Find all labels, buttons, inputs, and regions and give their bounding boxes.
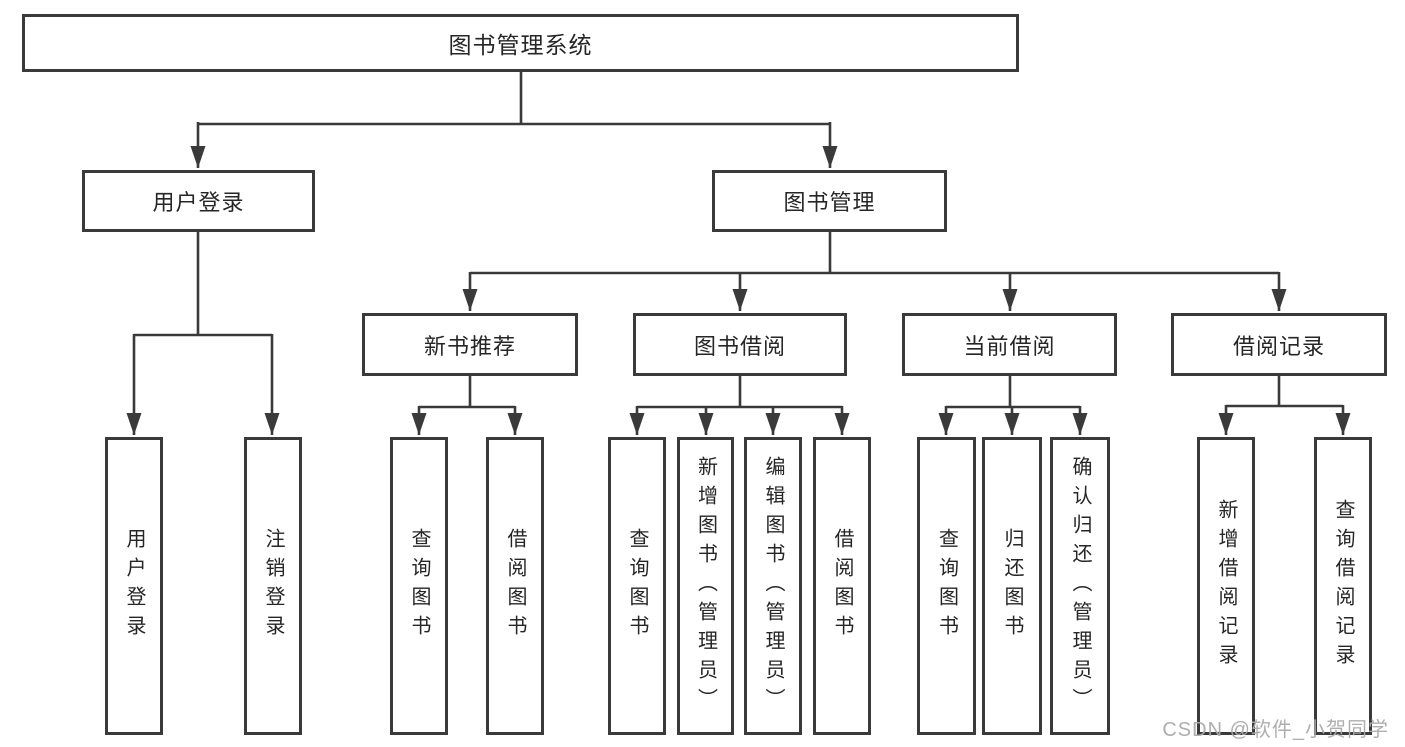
node-label: 归还图书 — [1001, 528, 1023, 644]
node-label: 借阅图书 — [831, 528, 853, 644]
leaf-query-books-current: 查询图书 — [917, 437, 976, 735]
leaf-query-books-borrow: 查询图书 — [608, 437, 666, 735]
node-label: 查询借阅记录 — [1332, 499, 1354, 673]
node-new-book-recommend: 新书推荐 — [362, 313, 578, 376]
node-label: 图书借阅 — [693, 333, 786, 359]
node-label: 新书推荐 — [423, 333, 516, 359]
node-label: 新增图书（管理员） — [694, 455, 717, 717]
node-book-management: 图书管理 — [712, 170, 947, 232]
node-label: 查询图书 — [935, 528, 958, 644]
node-label: 确认归还（管理员） — [1069, 455, 1091, 717]
node-label: 查询图书 — [626, 528, 648, 644]
node-library-management-system: 图书管理系统 — [22, 14, 1019, 72]
node-borrow-records: 借阅记录 — [1171, 313, 1387, 376]
node-label: 新增借阅记录 — [1215, 499, 1237, 673]
node-label: 借阅图书 — [504, 528, 526, 644]
node-label: 编辑图书（管理员） — [762, 455, 784, 717]
node-book-borrow: 图书借阅 — [633, 313, 847, 376]
node-current-borrow: 当前借阅 — [902, 313, 1117, 376]
node-label: 注销登录 — [262, 528, 284, 644]
leaf-query-books-recommend: 查询图书 — [390, 437, 448, 735]
leaf-confirm-return-admin: 确认归还（管理员） — [1050, 437, 1110, 735]
node-label: 图书管理 — [783, 190, 876, 215]
leaf-borrow-books-recommend: 借阅图书 — [486, 437, 544, 735]
node-label: 当前借阅 — [963, 333, 1056, 359]
leaf-add-borrow-record: 新增借阅记录 — [1197, 437, 1255, 735]
node-user-login: 用户登录 — [82, 170, 315, 232]
leaf-query-borrow-record: 查询借阅记录 — [1314, 437, 1372, 735]
node-label: 查询图书 — [408, 528, 430, 644]
leaf-user-login: 用户登录 — [105, 437, 163, 735]
node-label: 借阅记录 — [1232, 333, 1325, 359]
leaf-borrow-books: 借阅图书 — [813, 437, 871, 735]
node-label: 用户登录 — [152, 190, 245, 215]
leaf-return-book: 归还图书 — [982, 437, 1042, 735]
node-label: 图书管理系统 — [448, 32, 593, 58]
watermark: CSDN @软件_小贺同学 — [1162, 719, 1389, 741]
node-label: 用户登录 — [123, 528, 145, 644]
leaf-edit-book-admin: 编辑图书（管理员） — [744, 437, 802, 735]
leaf-logout: 注销登录 — [244, 437, 302, 735]
leaf-add-book-admin: 新增图书（管理员） — [677, 437, 734, 735]
